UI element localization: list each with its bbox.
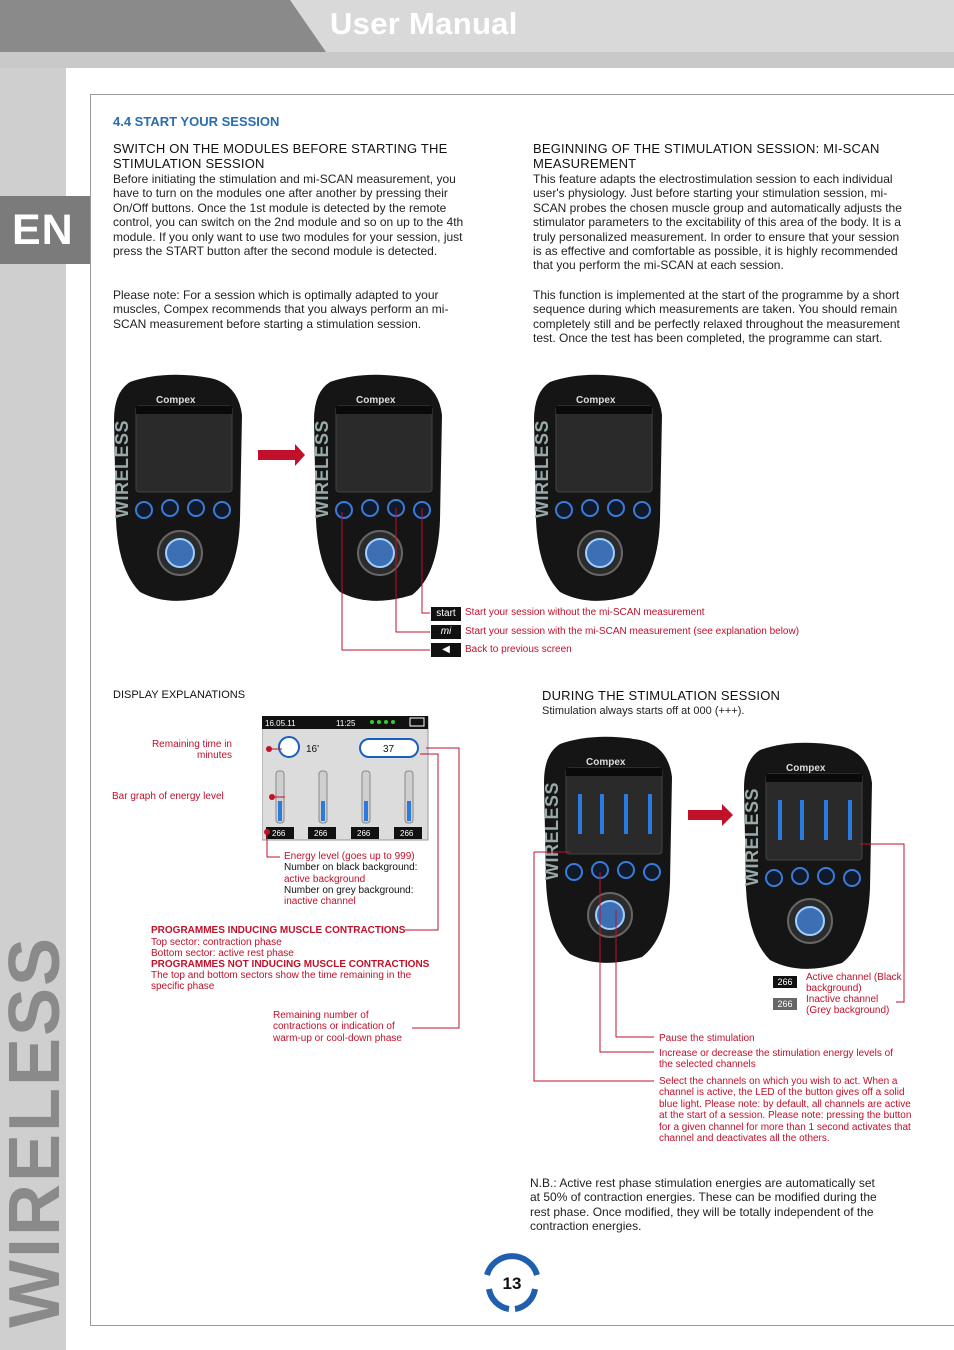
energy-grey-state: inactive channel: [284, 896, 356, 907]
arrow-icon: [688, 804, 733, 826]
energy-black-state: active background: [284, 874, 366, 885]
display-heading: DISPLAY EXPLANATIONS: [113, 689, 246, 701]
prog-contract-bottom: Bottom sector: active rest phase: [151, 948, 294, 959]
legend-back: Back to previous screen: [465, 644, 572, 655]
legend-mi-scan: Start your session with the mi-SCAN meas…: [465, 626, 800, 637]
display-screen: 16.05.11 11:25 16' 37 266 266 266 266: [262, 716, 429, 841]
energy-level-label: Energy level (goes up to 999): [284, 851, 415, 862]
pause-label: Pause the stimulation: [659, 1033, 755, 1044]
mi-scan-icon: mi: [431, 625, 461, 639]
energy-grey-label: Number on grey background:: [284, 885, 414, 896]
svg-text:266: 266: [400, 829, 414, 838]
remaining-contractions-label: Remaining number of contractions or indi…: [273, 1010, 402, 1044]
right-heading: BEGINNING OF THE STIMULATION SESSION: MI…: [533, 141, 880, 171]
header-underline-band: [0, 52, 954, 68]
page-number: 13: [503, 1274, 522, 1293]
svg-text:266: 266: [272, 829, 286, 838]
right-para-2: This function is implemented at the star…: [533, 288, 900, 346]
display-callouts: [264, 746, 460, 1029]
during-heading: DURING THE STIMULATION SESSION: [542, 688, 781, 703]
left-heading: SWITCH ON THE MODULES BEFORE STARTING TH…: [113, 141, 448, 171]
select-channels-label: Select the channels on which you wish to…: [659, 1076, 912, 1145]
svg-text:16': 16': [306, 744, 319, 755]
inactive-channel-sample: 266: [773, 998, 797, 1010]
prog-noncontract-title: PROGRAMMES NOT INDUCING MUSCLE CONTRACTI…: [151, 959, 430, 970]
during-device-2: [741, 741, 873, 970]
inactive-channel-label: Inactive channel (Grey background): [806, 994, 890, 1017]
left-para-1: Before initiating the stimulation and mi…: [113, 172, 464, 259]
label-bar-graph: Bar graph of energy level: [112, 791, 224, 802]
active-channel-label: Active channel (Black background): [806, 972, 902, 995]
prog-noncontract-text: The top and bottom sectors show the time…: [151, 970, 412, 993]
increase-label: Increase or decrease the stimulation ene…: [659, 1048, 894, 1071]
legend-start: Start your session without the mi-SCAN m…: [465, 607, 705, 618]
during-subtitle: Stimulation always starts off at 000 (++…: [542, 705, 745, 717]
back-icon: ◀: [431, 643, 461, 657]
active-channel-sample: 266: [773, 976, 797, 988]
prog-contract-title: PROGRAMMES INDUCING MUSCLE CONTRACTIONS: [151, 925, 406, 936]
left-para-2: Please note: For a session which is opti…: [113, 288, 449, 331]
side-brand-logo: WIRELESS: [1, 936, 69, 1328]
device-1: [111, 373, 243, 602]
language-tab: [0, 196, 90, 264]
svg-text:266: 266: [314, 829, 328, 838]
right-para-1: This feature adapts the electrostimulati…: [533, 172, 902, 273]
header-title-band: [290, 0, 954, 52]
during-device-1: [541, 735, 673, 964]
side-strip: [0, 68, 66, 1350]
side-brand-text: WIRELESS: [1, 936, 69, 1328]
page-content-frame: [90, 94, 954, 1326]
nb-paragraph: N.B.: Active rest phase stimulation ener…: [530, 1176, 877, 1234]
start-icon: start: [431, 607, 461, 621]
section-title: 4.4 START YOUR SESSION: [113, 114, 280, 129]
page-number-badge: 13: [484, 1253, 540, 1312]
svg-text:37: 37: [383, 744, 395, 755]
device-sequence-illustration: Compex WIRELESS: [111, 373, 663, 651]
prog-contract-top: Top sector: contraction phase: [151, 937, 282, 948]
energy-black-label: Number on black background:: [284, 862, 418, 873]
device-3: [531, 373, 663, 602]
svg-text:16.05.11: 16.05.11: [265, 719, 296, 728]
svg-text:11:25: 11:25: [336, 719, 356, 728]
during-illustration: Compex WIRELESS: [533, 735, 905, 1082]
svg-text:266: 266: [357, 829, 371, 838]
label-remaining-time: Remaining time in minutes: [151, 739, 232, 762]
language-label: EN: [12, 206, 74, 254]
arrow-icon: [258, 444, 305, 466]
page-title: User Manual: [330, 6, 518, 41]
